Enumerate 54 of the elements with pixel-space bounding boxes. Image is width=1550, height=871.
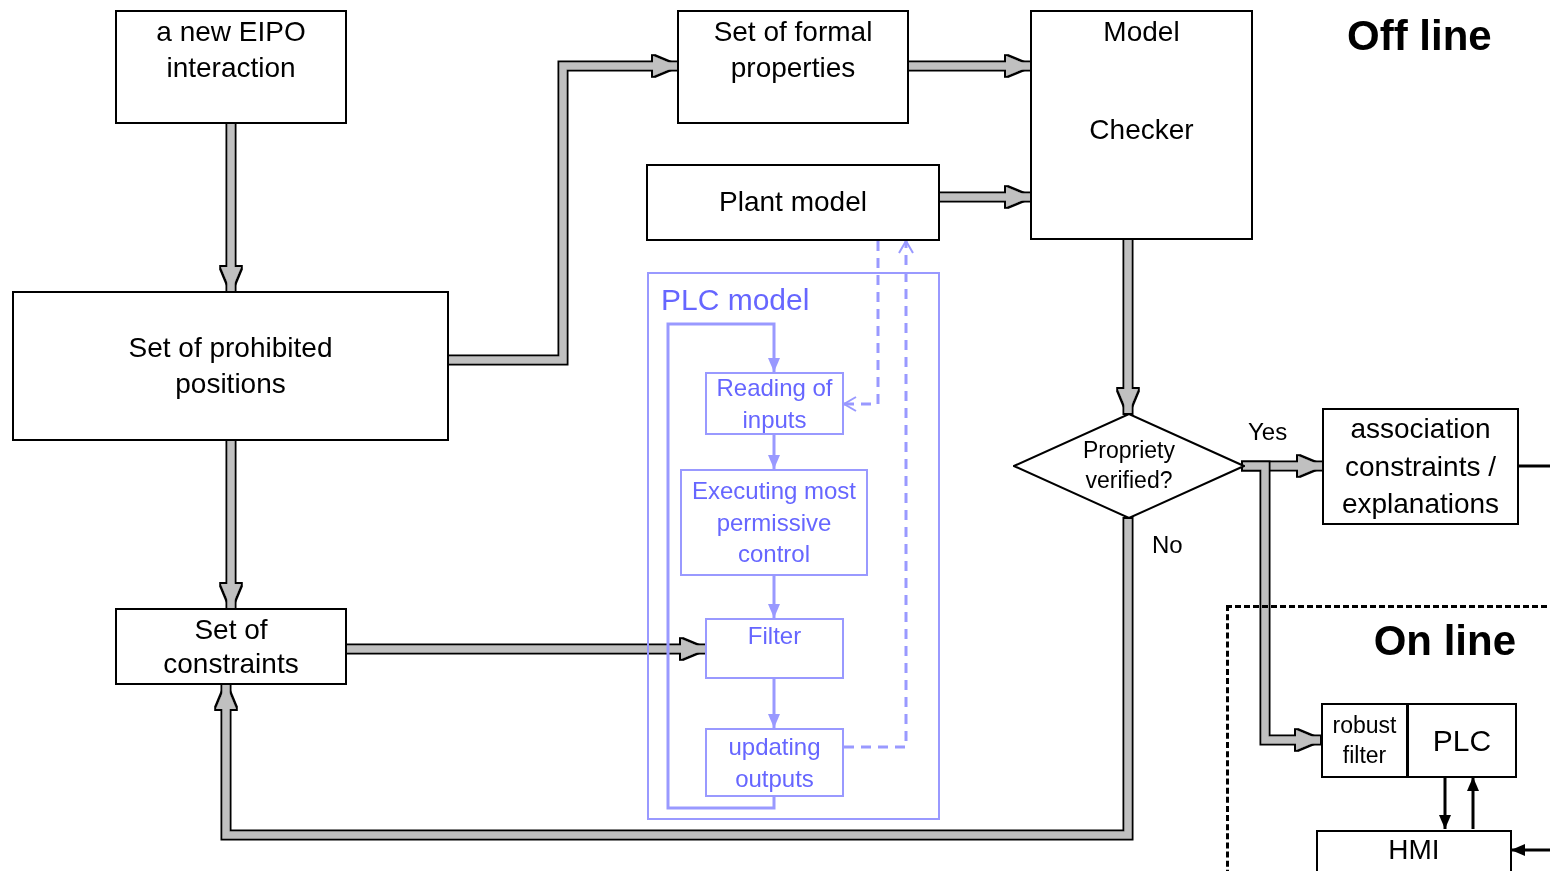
node-text: Checker — [1089, 112, 1194, 147]
process-box — [1321, 703, 1408, 778]
process-box — [115, 608, 347, 685]
arrow — [1511, 844, 1550, 856]
arrow — [1467, 777, 1479, 829]
process-box — [1407, 703, 1517, 778]
node-text: Set of constraints — [162, 612, 300, 681]
arrow — [768, 435, 780, 469]
process-box — [705, 728, 844, 797]
arrow — [843, 241, 880, 412]
section-title: Off line — [1347, 12, 1492, 60]
node-text: Reading of inputs — [715, 373, 834, 435]
node-text: HMI — [1388, 833, 1440, 867]
node-text: Set of formal properties — [712, 15, 874, 86]
block-arrow — [909, 56, 1030, 76]
node-text: updating outputs — [727, 732, 822, 794]
process-box — [705, 372, 844, 435]
node-text: Plant model — [719, 185, 867, 220]
block-arrow — [940, 187, 1030, 207]
arrow — [768, 679, 780, 728]
node-text: association constraints / explanations — [1340, 411, 1501, 522]
block-arrow — [1118, 240, 1138, 413]
block-arrow — [1243, 462, 1320, 750]
arrow — [844, 240, 914, 749]
node-text: Filter — [747, 621, 802, 651]
process-box — [1030, 10, 1253, 240]
node-text: Propriety verified? — [1081, 436, 1176, 495]
block-arrow — [449, 56, 677, 364]
group-title: PLC model — [661, 282, 810, 318]
block-arrow — [216, 519, 1132, 839]
block-arrow — [221, 441, 241, 608]
process-box — [680, 469, 868, 576]
node-text: Set of prohibited positions — [127, 330, 334, 401]
arrow — [666, 322, 780, 810]
process-box — [1322, 408, 1519, 525]
node-text: a new EIPO interaction — [155, 15, 307, 86]
node-text: PLC — [1432, 723, 1492, 759]
node-text: Model — [1103, 15, 1180, 49]
arrow — [1439, 777, 1451, 829]
process-box — [115, 10, 347, 124]
process-box — [677, 10, 909, 124]
decision-diamond — [1013, 413, 1245, 519]
process-box — [646, 164, 940, 241]
process-box — [1316, 830, 1512, 871]
group-box — [647, 272, 940, 820]
arrow — [768, 576, 780, 618]
process-box — [705, 618, 844, 679]
region-title: On line — [1373, 616, 1516, 666]
node-text: Executing most permissive control — [690, 475, 858, 570]
process-box — [12, 291, 449, 441]
node-text: robust filter — [1331, 710, 1398, 770]
block-arrow — [221, 124, 241, 291]
connector-line — [1519, 464, 1550, 468]
online-region — [1226, 605, 1550, 871]
